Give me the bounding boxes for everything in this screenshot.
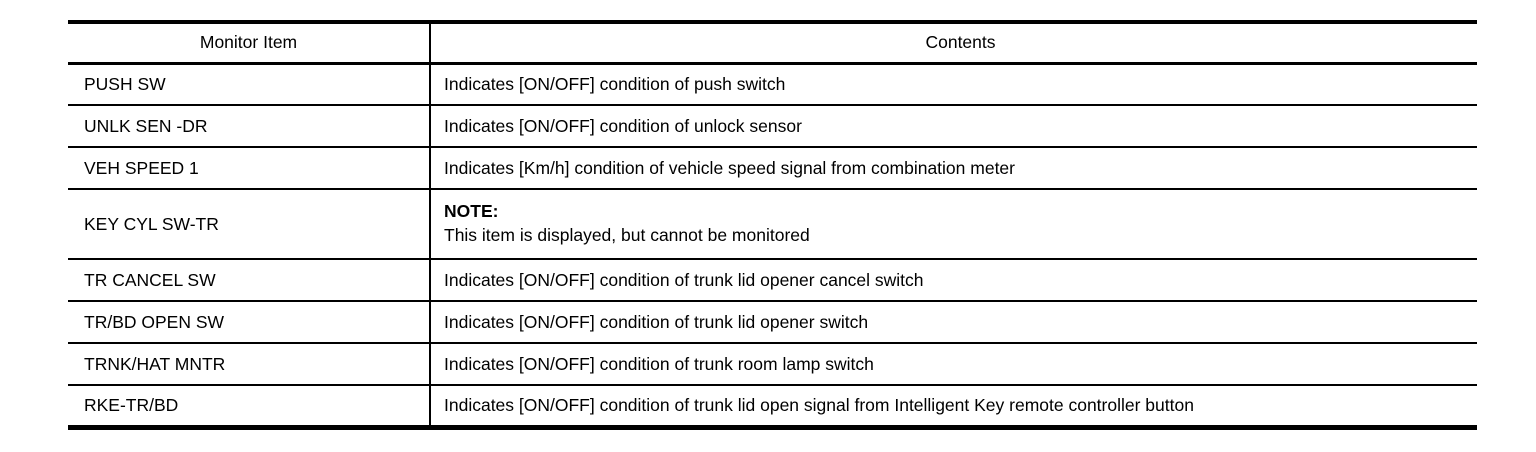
table-row: KEY CYL SW-TR NOTE: This item is display… — [68, 189, 1477, 260]
table-row: TR CANCEL SW Indicates [ON/OFF] conditio… — [68, 259, 1477, 302]
contents-cell: Indicates [ON/OFF] condition of unlock s… — [430, 105, 1477, 148]
monitor-item-cell: VEH SPEED 1 — [68, 147, 431, 190]
monitor-item-table: Monitor Item Contents PUSH SW Indicates … — [68, 20, 1477, 430]
monitor-item-cell: TR/BD OPEN SW — [68, 301, 431, 344]
table-row: PUSH SW Indicates [ON/OFF] condition of … — [68, 63, 1477, 106]
note-text: This item is displayed, but cannot be mo… — [444, 225, 810, 245]
monitor-item-cell: UNLK SEN -DR — [68, 105, 431, 148]
contents-cell: Indicates [Km/h] condition of vehicle sp… — [430, 147, 1477, 190]
contents-cell: Indicates [ON/OFF] condition of trunk li… — [430, 259, 1477, 302]
table-row: RKE-TR/BD Indicates [ON/OFF] condition o… — [68, 385, 1477, 428]
table-row: TR/BD OPEN SW Indicates [ON/OFF] conditi… — [68, 301, 1477, 344]
monitor-item-cell: PUSH SW — [68, 63, 431, 106]
monitor-item-cell: KEY CYL SW-TR — [68, 189, 431, 260]
contents-cell: NOTE: This item is displayed, but cannot… — [430, 189, 1477, 260]
contents-cell: Indicates [ON/OFF] condition of push swi… — [430, 63, 1477, 106]
monitor-item-cell: TR CANCEL SW — [68, 259, 431, 302]
note-label: NOTE: — [444, 201, 499, 222]
table-row: TRNK/HAT MNTR Indicates [ON/OFF] conditi… — [68, 343, 1477, 386]
table-row: VEH SPEED 1 Indicates [Km/h] condition o… — [68, 147, 1477, 190]
monitor-item-header-cell: Monitor Item — [68, 22, 431, 65]
contents-cell: Indicates [ON/OFF] condition of trunk ro… — [430, 343, 1477, 386]
contents-cell: Indicates [ON/OFF] condition of trunk li… — [430, 385, 1477, 428]
contents-header-cell: Contents — [430, 22, 1477, 65]
contents-cell: Indicates [ON/OFF] condition of trunk li… — [430, 301, 1477, 344]
monitor-item-cell: TRNK/HAT MNTR — [68, 343, 431, 386]
table-row: UNLK SEN -DR Indicates [ON/OFF] conditio… — [68, 105, 1477, 148]
table-header-row: Monitor Item Contents — [68, 22, 1477, 65]
monitor-item-cell: RKE-TR/BD — [68, 385, 431, 428]
